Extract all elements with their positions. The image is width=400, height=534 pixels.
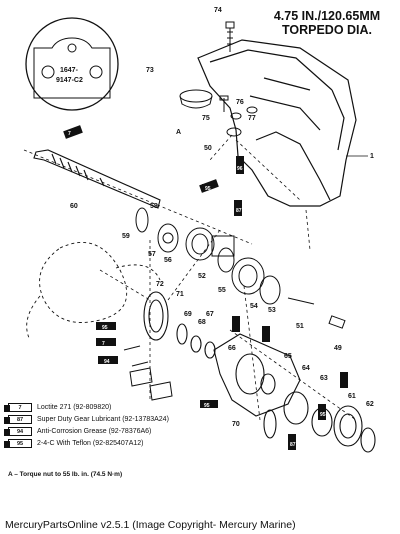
callout-58: 58: [150, 203, 158, 210]
callout-49: 49: [334, 345, 342, 352]
part-74: [225, 21, 235, 52]
tube-code-7-shaft: 7: [68, 131, 71, 137]
lubricant-legend: 7 Loctite 271 (92-809820) 87 Super Duty …: [4, 402, 248, 450]
tube-codes: 7 95 96 87 95 7 94 95 87 95: [68, 131, 326, 448]
copyright-footer: MercuryPartsOnline v2.5.1 (Image Copyrig…: [5, 519, 296, 531]
callout-51: 51: [296, 323, 304, 330]
callout-52: 52: [198, 273, 206, 280]
tube-code-95-left: 95: [102, 325, 108, 331]
tube-code-7-left: 7: [102, 341, 105, 347]
callout-68: 68: [198, 319, 206, 326]
gear-cluster-upper: [135, 207, 346, 329]
legend-text: 2-4-C With Teflon (92-825407A12): [37, 440, 144, 447]
assembly-lines: [23, 134, 357, 421]
callout-59: 59: [122, 233, 130, 240]
callout-55: 55: [218, 287, 226, 294]
propeller-outline: [26, 241, 161, 341]
inset-detail: [25, 17, 119, 111]
legend-text: Anti-Corrosion Grease (92-78376A6): [37, 428, 152, 435]
inset-label-line2: 9147-C2: [56, 77, 83, 84]
callout-73: 73: [146, 67, 154, 74]
callout-56: 56: [164, 257, 172, 264]
legend-text: Super Duty Gear Lubricant (92-13783A24): [37, 416, 169, 423]
callout-67: 67: [206, 311, 214, 318]
callout-63: 63: [320, 375, 328, 382]
legend-tube-icon: 87: [4, 415, 32, 424]
callout-1: 1: [370, 153, 374, 160]
callout-75: 75: [202, 115, 210, 122]
lubricant-tubes: [63, 125, 348, 450]
callout-65: 65: [284, 353, 292, 360]
tube-code-87-upper: 87: [236, 208, 242, 214]
legend-row: 87 Super Duty Gear Lubricant (92-13783A2…: [4, 414, 248, 425]
callout-69: 69: [184, 311, 192, 318]
torpedo-title-line1: 4.75 IN./120.65MM: [273, 9, 381, 23]
callout-66: 66: [228, 345, 236, 352]
legend-tube-icon: 7: [4, 403, 32, 412]
callout-numbers: 74 73 76 75 77 A 50 1 60 58 59 57 56 52 …: [70, 7, 374, 428]
callout-62: 62: [366, 401, 374, 408]
parts-75-77: [219, 95, 258, 137]
torpedo-title-line2: TORPEDO DIA.: [281, 23, 373, 37]
propeller-shaft: [33, 149, 161, 209]
tube-code-96-upper: 96: [237, 166, 243, 172]
callout-72: 72: [156, 281, 164, 288]
callout-50: 50: [204, 145, 212, 152]
callout-76: 76: [236, 99, 244, 106]
legend-tube-icon: 94: [4, 427, 32, 436]
retainer-clips: [123, 345, 173, 401]
torque-note: A – Torque nut to 55 lb. in. (74.5 N·m): [8, 471, 123, 478]
legend-text: Loctite 271 (92-809820): [37, 404, 112, 411]
legend-tube-icon: 95: [4, 439, 32, 448]
part-73: [179, 89, 213, 109]
tube-code-95-lower: 95: [204, 403, 210, 409]
callout-53: 53: [268, 307, 276, 314]
bearing-carrier: [143, 291, 376, 453]
gear-housing: [197, 39, 368, 207]
callout-77: 77: [248, 115, 256, 122]
legend-row: 95 2-4-C With Teflon (92-825407A12): [4, 438, 248, 449]
callout-54: 54: [250, 303, 258, 310]
callout-61: 61: [348, 393, 356, 400]
callout-71: 71: [176, 291, 184, 298]
callout-60: 60: [70, 203, 78, 210]
tube-code-87-lower: 87: [290, 442, 296, 448]
legend-row: 7 Loctite 271 (92-809820): [4, 402, 248, 413]
callout-57: 57: [148, 251, 156, 258]
tube-code-95-right: 95: [320, 412, 326, 418]
callout-70: 70: [232, 421, 240, 428]
callout-74: 74: [214, 7, 222, 14]
callout-64: 64: [302, 365, 310, 372]
inset-label-line1: 1647-: [60, 67, 79, 74]
callout-A: A: [176, 129, 181, 136]
tube-code-95-upper: 95: [205, 186, 211, 192]
tube-code-94-left: 94: [104, 359, 110, 365]
legend-row: 94 Anti-Corrosion Grease (92-78376A6): [4, 426, 248, 437]
